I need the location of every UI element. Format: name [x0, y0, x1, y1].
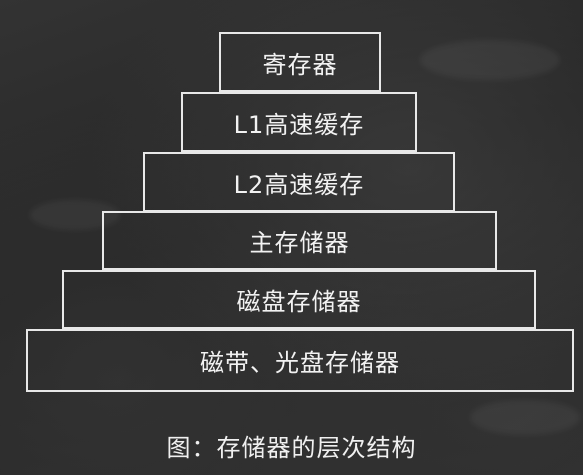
- level-l1-cache-label: L1高速缓存: [233, 110, 365, 139]
- level-l2-cache-label: L2高速缓存: [233, 170, 365, 199]
- level-tape-optical-storage-label: 磁带、光盘存储器: [200, 349, 400, 377]
- level-l1-cache: L1高速缓存: [181, 92, 417, 152]
- level-tape-optical-storage: 磁带、光盘存储器: [26, 329, 574, 392]
- chalk-smudge: [420, 40, 560, 80]
- chalk-smudge: [470, 400, 580, 435]
- figure-caption: 图：存储器的层次结构: [166, 434, 417, 462]
- level-main-memory-label: 主存储器: [249, 229, 350, 257]
- level-register-label: 寄存器: [262, 50, 338, 79]
- level-register: 寄存器: [219, 32, 381, 92]
- level-main-memory: 主存储器: [102, 211, 497, 270]
- level-l2-cache: L2高速缓存: [143, 152, 455, 212]
- level-disk-storage-label: 磁盘存储器: [236, 288, 362, 316]
- level-disk-storage: 磁盘存储器: [62, 270, 536, 329]
- chalk-smudge: [30, 200, 120, 230]
